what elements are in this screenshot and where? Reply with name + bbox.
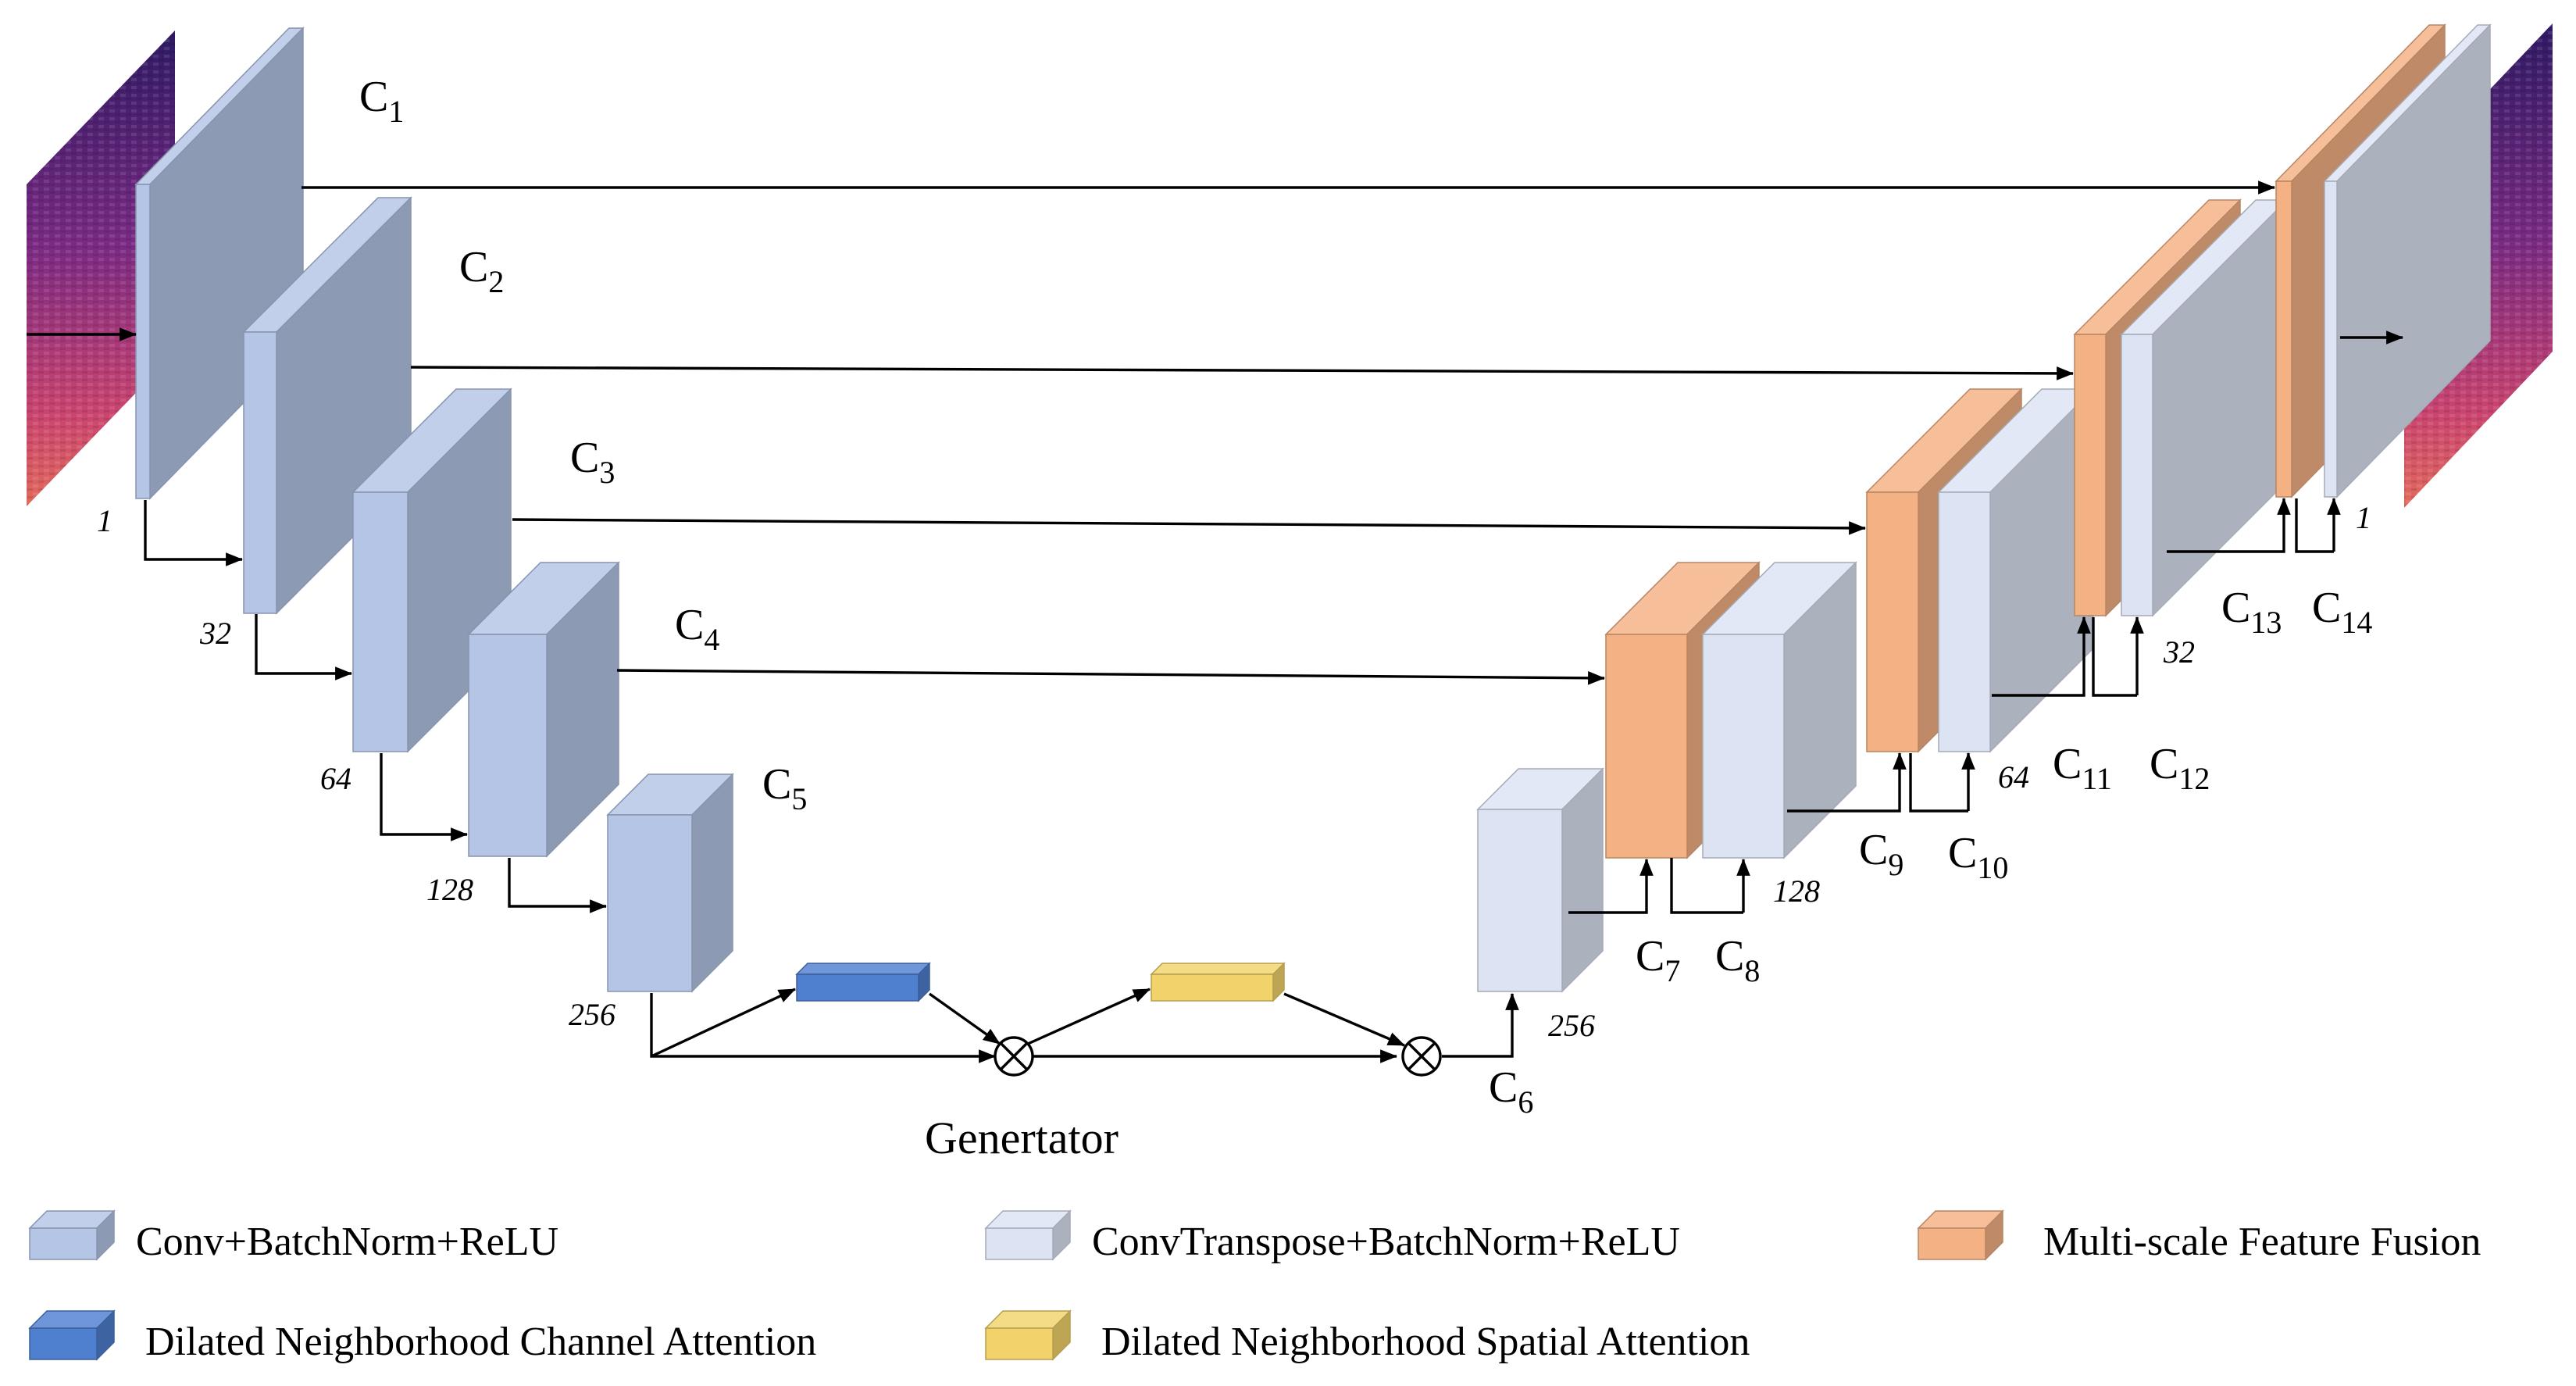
arrow-c4-to-c5 bbox=[508, 858, 608, 913]
label-c14: C14 bbox=[2312, 584, 2372, 640]
channels-c3: 64 bbox=[320, 761, 351, 796]
legend-label: Dilated Neighborhood Channel Attention bbox=[145, 1320, 816, 1364]
arrow-mul2-to-c6 bbox=[1442, 992, 1519, 1058]
arrow-spatial-to-mul2 bbox=[1283, 992, 1406, 1047]
legend-item-convtranspose: ConvTranspose+BatchNorm+ReLU bbox=[984, 1209, 1680, 1264]
channels-c8: 128 bbox=[1773, 873, 1820, 909]
arrow-c6-to-c7 bbox=[1568, 858, 1654, 914]
block-c5 bbox=[606, 773, 734, 993]
arrow-c5-bypass bbox=[650, 993, 997, 1063]
block-c12 bbox=[2120, 198, 2289, 617]
arrow-c13-to-c14 bbox=[2295, 498, 2334, 553]
label-c12: C12 bbox=[2150, 740, 2210, 796]
arrow-c11-to-c12 bbox=[2092, 617, 2137, 697]
channels-c6: 256 bbox=[1548, 1008, 1595, 1043]
label-c13: C13 bbox=[2221, 584, 2282, 640]
label-c4: C4 bbox=[675, 601, 719, 657]
channels-c2: 32 bbox=[199, 616, 231, 651]
arrow-c12-to-c13 bbox=[2167, 497, 2291, 553]
channels-c4: 128 bbox=[426, 872, 473, 907]
label-c2: C2 bbox=[459, 243, 504, 299]
label-c7: C7 bbox=[1636, 932, 1680, 988]
arrow-c5-to-channel bbox=[651, 988, 796, 1058]
arrow-c9-to-c10 bbox=[1909, 753, 1968, 813]
block-c8 bbox=[1701, 561, 1857, 859]
arrow-c3-to-c4 bbox=[380, 753, 469, 841]
legend-label: Multi-scale Feature Fusion bbox=[2043, 1220, 2481, 1264]
arrow-mul1-to-spatial bbox=[1027, 988, 1151, 1045]
label-c1: C1 bbox=[359, 73, 404, 129]
channels-c14: 1 bbox=[2356, 500, 2371, 535]
legend-item-channel-attention: Dilated Neighborhood Channel Attention bbox=[28, 1309, 816, 1364]
legend-item-spatial-attention: Dilated Neighborhood Spatial Attention bbox=[984, 1309, 1750, 1364]
legend-item-fusion: Multi-scale Feature Fusion bbox=[1917, 1209, 2481, 1264]
legend-swatch-spatial-attention bbox=[984, 1309, 1072, 1361]
legend-swatch-channel-attention bbox=[28, 1309, 116, 1361]
skip-c4-to-c7 bbox=[616, 669, 1606, 685]
block-c6 bbox=[1476, 767, 1604, 993]
arrow-c1-to-c2 bbox=[144, 500, 244, 566]
legend-swatch-fusion bbox=[1917, 1209, 2004, 1261]
multiply-icon-2 bbox=[1401, 1036, 1442, 1077]
channels-c1: 1 bbox=[97, 503, 112, 538]
arrow-c10-to-c11 bbox=[1992, 616, 2091, 697]
legend-swatch-convtranspose bbox=[984, 1209, 1072, 1261]
legend-label: Dilated Neighborhood Spatial Attention bbox=[1101, 1320, 1750, 1364]
channel-attention-block bbox=[795, 962, 931, 1002]
block-c4 bbox=[467, 561, 620, 858]
block-c14 bbox=[2323, 23, 2492, 498]
legend-swatch-conv bbox=[28, 1209, 116, 1261]
multiply-icon-1 bbox=[994, 1036, 1034, 1077]
channels-c5: 256 bbox=[569, 997, 615, 1032]
label-c6: C6 bbox=[1489, 1063, 1533, 1120]
label-c5: C5 bbox=[762, 760, 807, 816]
legend-label: Conv+BatchNorm+ReLU bbox=[136, 1220, 558, 1264]
block-c10 bbox=[1937, 388, 2095, 753]
label-c8: C8 bbox=[1715, 932, 1760, 988]
label-c10: C10 bbox=[1948, 829, 2008, 885]
arrow-c8-to-c9 bbox=[1787, 752, 1907, 813]
legend-label: ConvTranspose+BatchNorm+ReLU bbox=[1092, 1220, 1680, 1264]
label-c9: C9 bbox=[1859, 826, 1903, 882]
label-c11: C11 bbox=[2053, 740, 2112, 796]
arrow-channel-to-mul1 bbox=[929, 992, 1001, 1045]
skip-c3-to-c9 bbox=[512, 518, 1867, 535]
channels-c10: 64 bbox=[1998, 759, 2029, 795]
spatial-attention-block bbox=[1150, 962, 1286, 1002]
arrow-c7-to-c8 bbox=[1670, 858, 1743, 914]
skip-c2-to-c11 bbox=[410, 366, 2075, 380]
label-c3: C3 bbox=[570, 434, 615, 490]
arrow-c2-to-c3 bbox=[255, 614, 353, 680]
legend-item-conv: Conv+BatchNorm+ReLU bbox=[28, 1209, 558, 1264]
diagram-title: Genertator bbox=[925, 1113, 1119, 1163]
channels-c12: 32 bbox=[2163, 634, 2195, 670]
